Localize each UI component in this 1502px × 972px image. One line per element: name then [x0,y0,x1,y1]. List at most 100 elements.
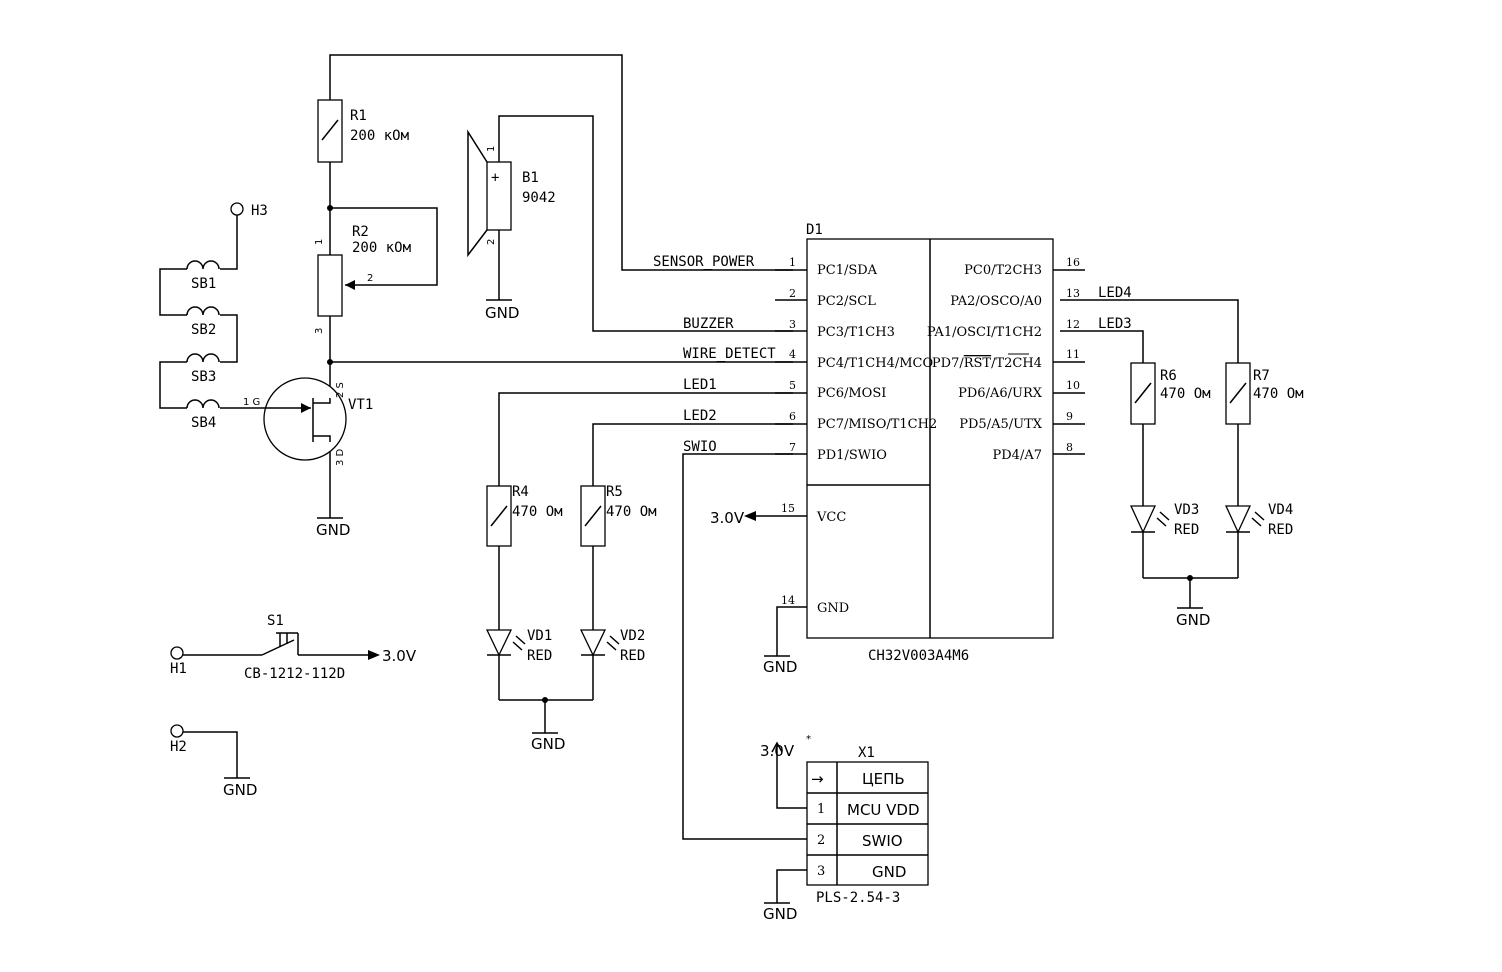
r7-ref: R7 [1253,368,1270,384]
x1-pin-num: 1 [817,802,825,817]
led-vd3: VD3 RED [1129,502,1199,538]
b1-plus-sign: + [491,170,499,186]
x1-header-label: ЦЕПЬ [862,770,905,788]
s1-ref: S1 [267,613,284,629]
vt1-pin-s: 2 S [335,382,346,398]
b1-ref: B1 [522,170,539,186]
h2-ref: H2 [170,739,187,755]
d1-pin-num: 12 [1066,318,1080,331]
x1-pin-net: SWIO [862,832,903,850]
h2-gnd-label: GND [223,781,257,799]
vt1-pin-g: 1 G [243,397,260,408]
d1-pin-name: VCC [816,510,846,525]
vt1-gnd-label: GND [316,521,350,539]
r2-value: 200 кОм [352,240,412,256]
r2-ref: R2 [352,224,369,240]
d1-pin-num: 2 [789,287,796,300]
gnd-d1: GND [763,655,797,676]
vd4-color: RED [1268,522,1293,538]
b1-pin-2: 2 [486,239,497,245]
d1-pin-name: PC6/MOSI [817,386,886,401]
net-led1: LED1 [683,377,717,393]
x1-part: PLS-2.54-3 [816,890,900,906]
resistor-r6: R6 470 Ом [1130,362,1211,425]
led-vd1: VD1 RED [485,628,552,664]
r5-ref: R5 [606,484,623,500]
gnd-led34: GND [1176,607,1210,629]
led12-gnd-label: GND [531,735,565,753]
x1-marker: * [806,734,811,745]
r4-value: 470 Ом [512,504,563,520]
vd1-ref: VD1 [527,628,552,644]
sb2-ref: SB2 [191,322,216,338]
x1-pin-num: 2 [817,833,825,848]
resistor-r7: R7 470 Ом [1225,362,1304,425]
vcc-label: 3.0V [710,509,745,527]
net-led4: LED4 [1098,285,1132,301]
button-sb2: SB2 [186,306,220,338]
wires [159,54,1239,903]
d1-pin-name: PC3/T1CH3 [817,325,895,340]
led-vd2: VD2 RED [579,628,645,664]
d1-pin-num: 1 [789,256,796,269]
r1-value: 200 кОм [350,128,410,144]
d1-pin-num: 3 [789,318,796,331]
vd4-ref: VD4 [1268,502,1293,518]
switch-s1: S1 CB-1212-112D 3.0V [244,613,417,682]
gnd-led12: GND [531,732,565,753]
r1-ref: R1 [350,108,367,124]
vd2-color: RED [620,648,645,664]
net-wire-detect: WIRE_DETECT [683,346,776,362]
net-led3: LED3 [1098,316,1132,332]
d1-pin-num: 5 [789,379,796,392]
d1-part: CH32V003A4M6 [868,648,969,664]
test-point-h1: H1 [170,646,187,677]
d1-pin-num: 10 [1066,379,1080,392]
transistor-vt1: VT1 1 G 2 S 3 D GND [243,377,373,539]
d1-pin-name: PD7/RST/T2CH4 [932,356,1042,371]
vd1-color: RED [527,648,552,664]
d1-pin-name: PD6/A6/URX [958,386,1043,401]
b1-pin-1: 1 [486,146,497,152]
d1-pin-name: PD5/A5/UTX [959,417,1042,432]
d1-pin-name: GND [817,601,849,616]
sb4-ref: SB4 [191,415,216,431]
d1-right-pins: 16 PC0/T2CH3 13 PA2/OSCO/A0 12 PA1/OSCI/… [927,256,1080,463]
d1-pin-num: 14 [781,594,795,607]
d1-pin-name: PC4/T1CH4/MCO [817,356,933,371]
vd3-ref: VD3 [1174,502,1199,518]
potentiometer-r2: R2 200 кОм 1 2 3 [314,224,412,334]
s1-vcc-label: 3.0V [382,647,417,665]
d1-pin-name: PC0/T2CH3 [964,263,1042,278]
net-swio: SWIO [683,439,717,455]
test-point-h3: H3 [230,202,268,219]
d1-power-pins: 15 VCC 14 GND [781,502,849,616]
button-sb3: SB3 [186,353,220,385]
button-sb1: SB1 [186,260,220,292]
net-sensor-power: SENSOR_POWER [653,254,755,270]
d1-pin-num: 7 [789,441,796,454]
r2-pin3: 3 [314,328,325,334]
r4-ref: R4 [512,484,529,500]
d1-pin-name: PC2/SCL [817,294,876,309]
mcu-d1: D1 CH32V003A4M6 1 PC1/SDA 2 PC2/SCL 3 PC… [775,222,1080,664]
d1-pin-name: PA2/OSCO/A0 [950,294,1042,309]
d1-gnd-label: GND [763,658,797,676]
vt1-pin-d: 3 D [335,448,346,466]
vt1-ref: VT1 [348,397,373,413]
d1-pin-name: PA1/OSCI/T1CH2 [927,325,1042,340]
r7-value: 470 Ом [1253,386,1304,402]
b1-value: 9042 [522,190,556,206]
h3-ref: H3 [251,203,268,219]
d1-pin-name: PC7/MISO/T1CH2 [817,417,937,432]
d1-pin-num: 16 [1066,256,1080,269]
d1-pin-num: 15 [781,502,795,515]
d1-pin-num: 9 [1066,410,1073,423]
r6-value: 470 Ом [1160,386,1211,402]
vd3-color: RED [1174,522,1199,538]
x1-pin-net: MCU VDD [847,801,920,819]
d1-left-pins: 1 PC1/SDA 2 PC2/SCL 3 PC3/T1CH3 4 PC4/T1… [775,256,937,463]
connector-x1: * X1 → ЦЕПЬ 1 MCU VDD 2 SWIO 3 GND PLS-2… [806,734,929,906]
d1-pin-num: 4 [789,348,796,361]
x1-arrow: → [811,770,824,788]
